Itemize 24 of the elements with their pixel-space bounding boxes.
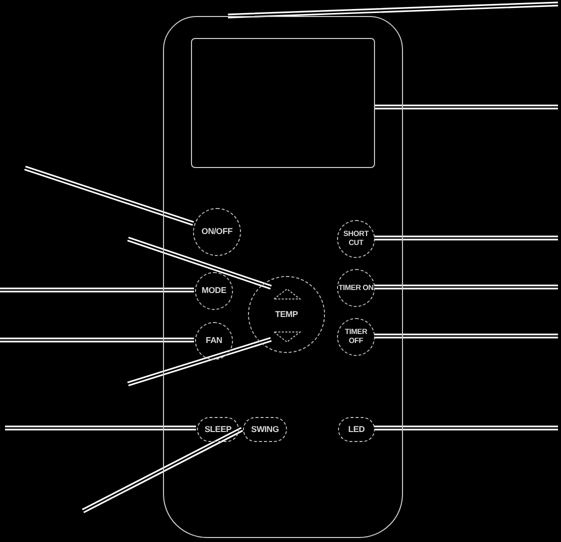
leader-line (0, 338, 195, 342)
leader-line (126, 337, 272, 386)
leader-line (373, 334, 559, 338)
down-arrow-icon (273, 331, 301, 343)
leader-line (373, 236, 559, 240)
leader-line (373, 284, 559, 290)
button-label: MODE (202, 286, 226, 296)
button-label: FAN (206, 336, 222, 346)
leader-line (373, 104, 559, 110)
leader-line (0, 288, 195, 292)
button-label: SWING (251, 424, 279, 434)
button-label: ON/OFF (202, 227, 232, 237)
leader-line (126, 236, 272, 290)
leader-line (81, 426, 244, 514)
leader-line (227, 2, 559, 18)
leader-line (4, 426, 197, 430)
up-arrow-icon (273, 288, 301, 300)
button-label: SLEEP (204, 424, 232, 434)
button-label: LED (348, 424, 365, 434)
button-label: TEMP (275, 310, 298, 320)
leader-line (373, 426, 559, 430)
leader-line (24, 166, 195, 226)
display-screen (191, 38, 375, 168)
remote-control-body (163, 16, 403, 538)
